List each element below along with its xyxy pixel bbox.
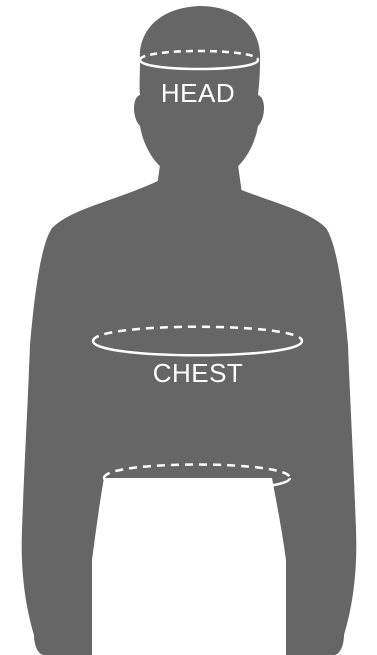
head-label: HEAD: [161, 78, 235, 108]
waist-band-front: [104, 478, 290, 490]
body-shape: [22, 180, 357, 655]
chest-label: CHEST: [153, 358, 244, 388]
waist-label: WAIST: [154, 496, 238, 526]
